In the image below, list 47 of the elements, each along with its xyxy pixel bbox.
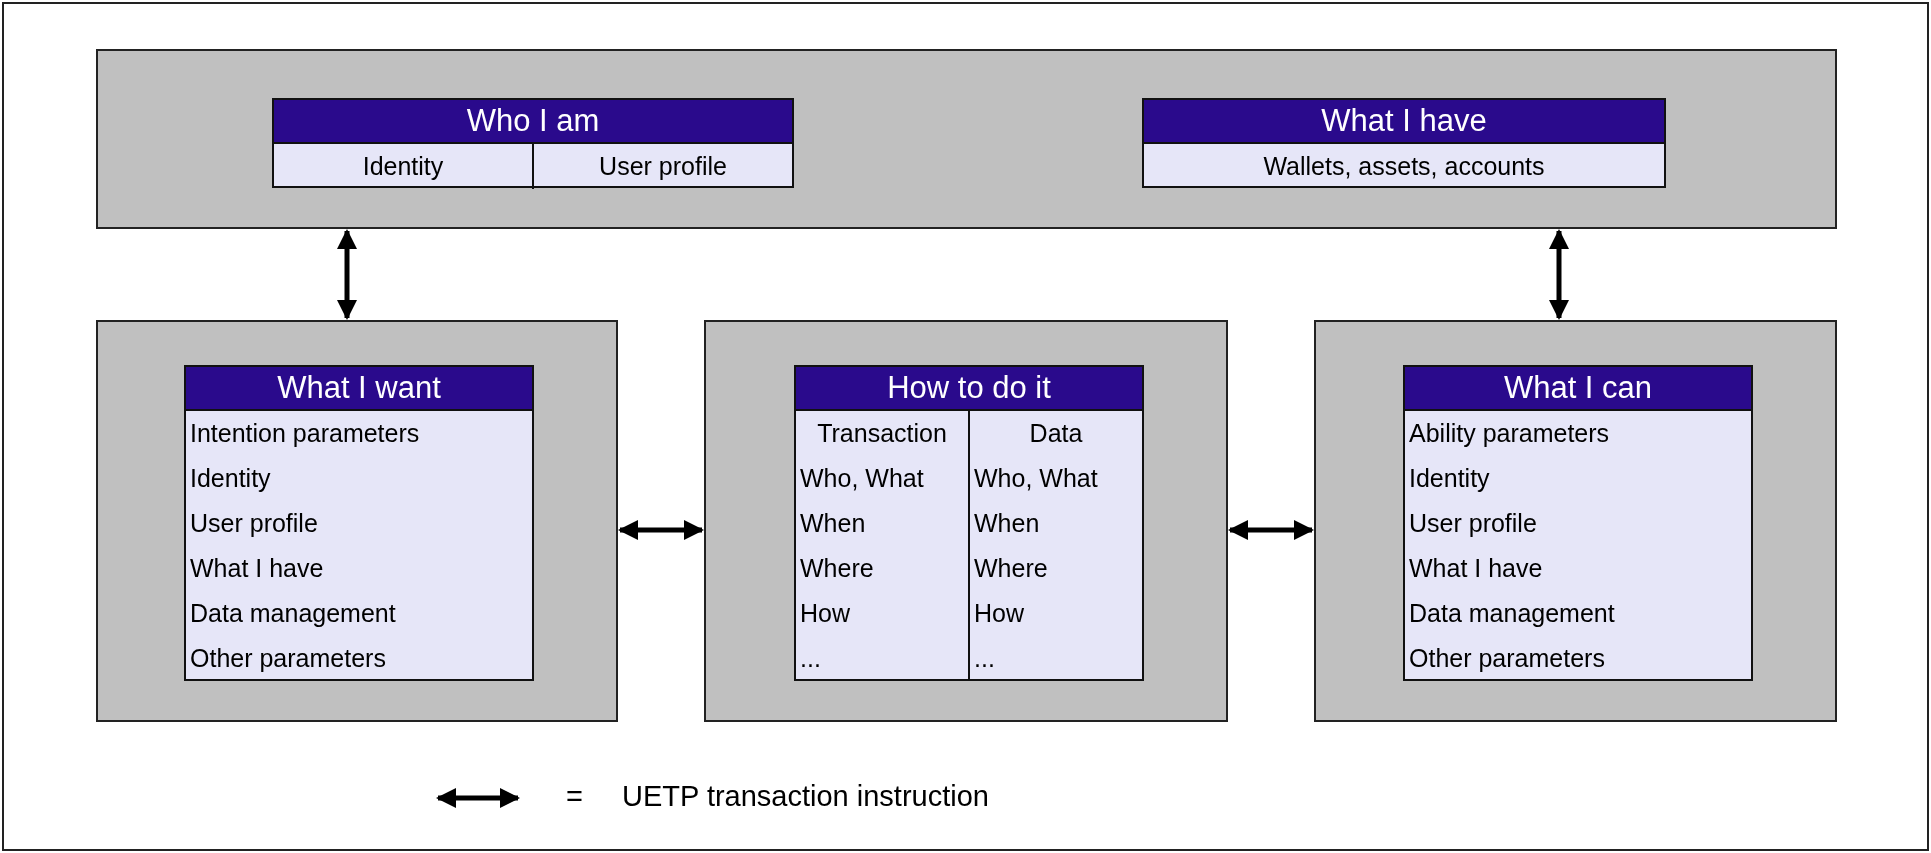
table-cell-text: How <box>973 598 1025 629</box>
table-header: What I want <box>186 367 532 411</box>
table-cell-text: When <box>973 508 1041 539</box>
table-cell-text: How <box>799 598 851 629</box>
table-cell-text: Identity <box>1408 463 1491 494</box>
table-cell-text: ... <box>973 643 996 674</box>
table-cell-text: What I have <box>189 553 325 584</box>
table-cell-text: Wallets, assets, accounts <box>1262 151 1546 182</box>
panel-background <box>96 320 618 722</box>
table-header: Who I am <box>274 100 792 144</box>
panel-background <box>96 49 1837 229</box>
info-table <box>272 98 794 188</box>
table-cell-text: Other parameters <box>189 643 387 674</box>
double-arrow <box>1228 520 1314 540</box>
table-cell-text: Where <box>973 553 1049 584</box>
table-cell-text: Intention parameters <box>189 418 421 449</box>
panel-background <box>704 320 1228 722</box>
double-arrow <box>618 520 704 540</box>
table-cell-text: Identity <box>189 463 272 494</box>
table-cell-text: User profile <box>1408 508 1538 539</box>
table-cell-text: Where <box>799 553 875 584</box>
table-cell-text: Data <box>1028 418 1084 449</box>
table-cell-text: Data management <box>189 598 397 629</box>
table-cell-text: Other parameters <box>1408 643 1606 674</box>
info-table <box>184 365 534 681</box>
table-cell-text: What I have <box>1408 553 1544 584</box>
table-cell-text: Ability parameters <box>1408 418 1611 449</box>
table-cell-text: Transaction <box>816 418 948 449</box>
legend-text: UETP transaction instruction <box>622 780 989 813</box>
info-table <box>1403 365 1753 681</box>
info-table <box>794 365 1144 681</box>
table-cell-text: User profile <box>598 151 728 182</box>
table-cell-text: Who, What <box>973 463 1099 494</box>
equals-sign: = <box>566 780 583 813</box>
double-arrow <box>1549 229 1569 320</box>
table-cell-text: User profile <box>189 508 319 539</box>
panel-background <box>1314 320 1837 722</box>
table-cell-text: Who, What <box>799 463 925 494</box>
table-cell-text: ... <box>799 643 822 674</box>
table-header: How to do it <box>796 367 1142 411</box>
table-cell-text: Data management <box>1408 598 1616 629</box>
double-arrow <box>337 229 357 320</box>
info-table <box>1142 98 1666 188</box>
table-header: What I have <box>1144 100 1664 144</box>
table-cell-text: When <box>799 508 867 539</box>
table-cell-text: Identity <box>361 151 445 182</box>
table-header: What I can <box>1405 367 1751 411</box>
